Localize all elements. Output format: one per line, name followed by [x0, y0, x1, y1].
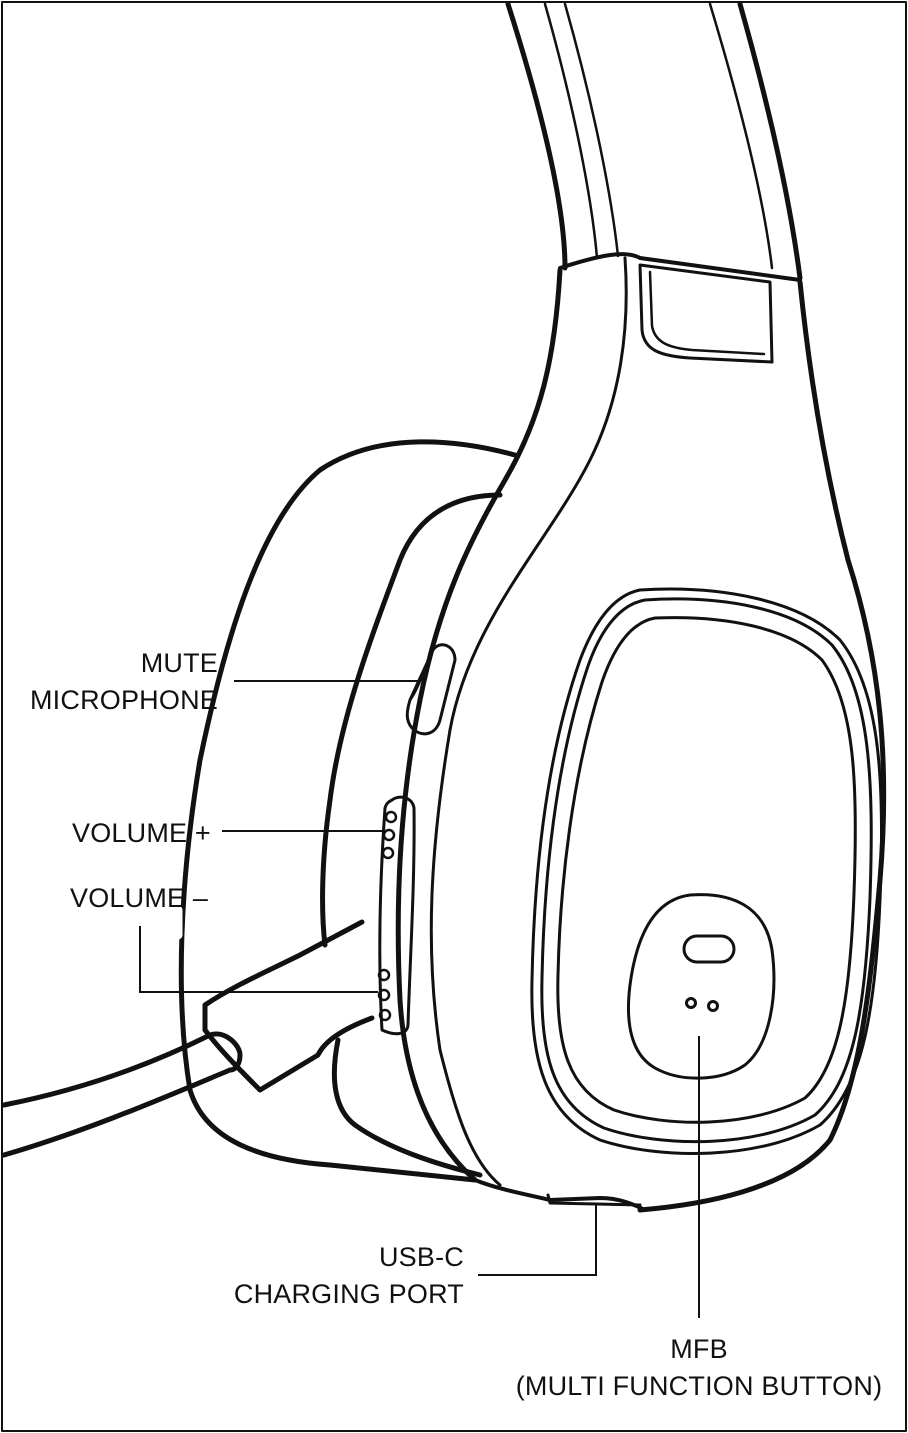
headband-slot: [638, 263, 774, 364]
mute-button-shape: [405, 643, 457, 736]
label-usb-c-charging-port: USB-C CHARGING PORT: [234, 1239, 464, 1313]
headband: [505, 1, 803, 281]
volume-minus-dots: [377, 968, 392, 1022]
label-mute-line1: MUTE: [140, 648, 218, 678]
headband-joint: [558, 252, 802, 282]
yoke-inner-edge: [429, 256, 628, 1187]
yoke: [395, 267, 887, 1213]
label-mfb: MFB (MULTI FUNCTION BUTTON): [505, 1331, 893, 1405]
label-mute-microphone: MUTE MICROPHONE: [30, 645, 218, 719]
volume-plus-dots: [381, 810, 398, 860]
label-mute-line2: MICROPHONE: [29, 685, 218, 715]
headband-inner-lines: [543, 2, 774, 270]
label-mfb-line1: MFB: [670, 1334, 728, 1364]
label-mfb-line2: (MULTI FUNCTION BUTTON): [515, 1371, 883, 1401]
ear-cushion: [178, 439, 518, 1183]
label-usb-line1: USB-C: [378, 1242, 464, 1272]
leader-usb-c: [478, 1204, 597, 1276]
microphone-boom: [1, 919, 375, 1158]
label-usb-line2: CHARGING PORT: [233, 1279, 464, 1309]
callout-lines: [139, 680, 700, 1318]
leader-volume-minus: [139, 926, 378, 993]
label-volume-minus: VOLUME –: [70, 883, 209, 913]
volume-strip: [378, 795, 416, 1036]
mfb-button-shape: [682, 934, 736, 964]
earcup-plate: [530, 587, 884, 1156]
label-volume-plus: VOLUME +: [72, 818, 211, 848]
mfb-pod: [626, 893, 776, 1080]
cushion-dash-gap: [175, 785, 190, 835]
